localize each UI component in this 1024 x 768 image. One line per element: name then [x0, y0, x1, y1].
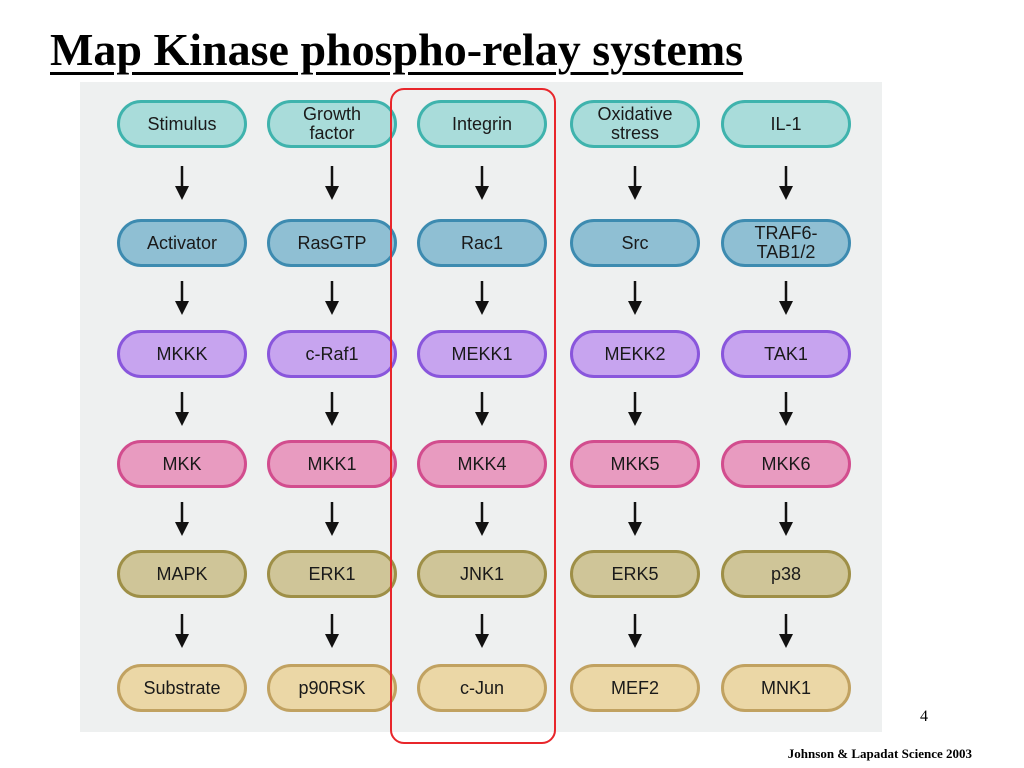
activator-node: Activator	[117, 219, 247, 267]
activator-node: Rac1	[417, 219, 547, 267]
substrate-node: Substrate	[117, 664, 247, 712]
down-arrow-icon	[628, 614, 642, 648]
stimulus-node: Stimulus	[117, 100, 247, 148]
down-arrow-icon	[475, 392, 489, 426]
mkk-node: MKK1	[267, 440, 397, 488]
mapk-node: ERK5	[570, 550, 700, 598]
down-arrow-icon	[325, 281, 339, 315]
mkkk-node: MKKK	[117, 330, 247, 378]
mkkk-node: MEKK2	[570, 330, 700, 378]
jnk-pathway-highlight	[390, 88, 556, 744]
mkk-node: MKK4	[417, 440, 547, 488]
substrate-node: p90RSK	[267, 664, 397, 712]
substrate-node: MEF2	[570, 664, 700, 712]
activator-node: TRAF6-TAB1/2	[721, 219, 851, 267]
activator-node: Src	[570, 219, 700, 267]
mkk-node: MKK6	[721, 440, 851, 488]
down-arrow-icon	[475, 614, 489, 648]
down-arrow-icon	[175, 614, 189, 648]
down-arrow-icon	[628, 166, 642, 200]
citation: Johnson & Lapadat Science 2003	[787, 746, 972, 761]
mkk-node: MKK5	[570, 440, 700, 488]
down-arrow-icon	[325, 502, 339, 536]
down-arrow-icon	[175, 392, 189, 426]
mapk-node: JNK1	[417, 550, 547, 598]
slide-title: Map Kinase phospho-relay systems	[50, 24, 744, 75]
mapk-node: ERK1	[267, 550, 397, 598]
down-arrow-icon	[628, 392, 642, 426]
mkkk-node: MEKK1	[417, 330, 547, 378]
page-number: 4	[920, 708, 928, 725]
activator-node: RasGTP	[267, 219, 397, 267]
stimulus-node: IL-1	[721, 100, 851, 148]
down-arrow-icon	[779, 166, 793, 200]
down-arrow-icon	[325, 392, 339, 426]
mkkk-node: TAK1	[721, 330, 851, 378]
down-arrow-icon	[779, 392, 793, 426]
mapk-node: MAPK	[117, 550, 247, 598]
down-arrow-icon	[175, 166, 189, 200]
down-arrow-icon	[325, 166, 339, 200]
down-arrow-icon	[779, 502, 793, 536]
mkkk-node: c-Raf1	[267, 330, 397, 378]
down-arrow-icon	[628, 502, 642, 536]
down-arrow-icon	[779, 614, 793, 648]
stimulus-node: Integrin	[417, 100, 547, 148]
down-arrow-icon	[628, 281, 642, 315]
mkk-node: MKK	[117, 440, 247, 488]
down-arrow-icon	[175, 281, 189, 315]
down-arrow-icon	[475, 166, 489, 200]
down-arrow-icon	[779, 281, 793, 315]
substrate-node: MNK1	[721, 664, 851, 712]
substrate-node: c-Jun	[417, 664, 547, 712]
down-arrow-icon	[475, 281, 489, 315]
down-arrow-icon	[325, 614, 339, 648]
down-arrow-icon	[475, 502, 489, 536]
down-arrow-icon	[175, 502, 189, 536]
mapk-node: p38	[721, 550, 851, 598]
